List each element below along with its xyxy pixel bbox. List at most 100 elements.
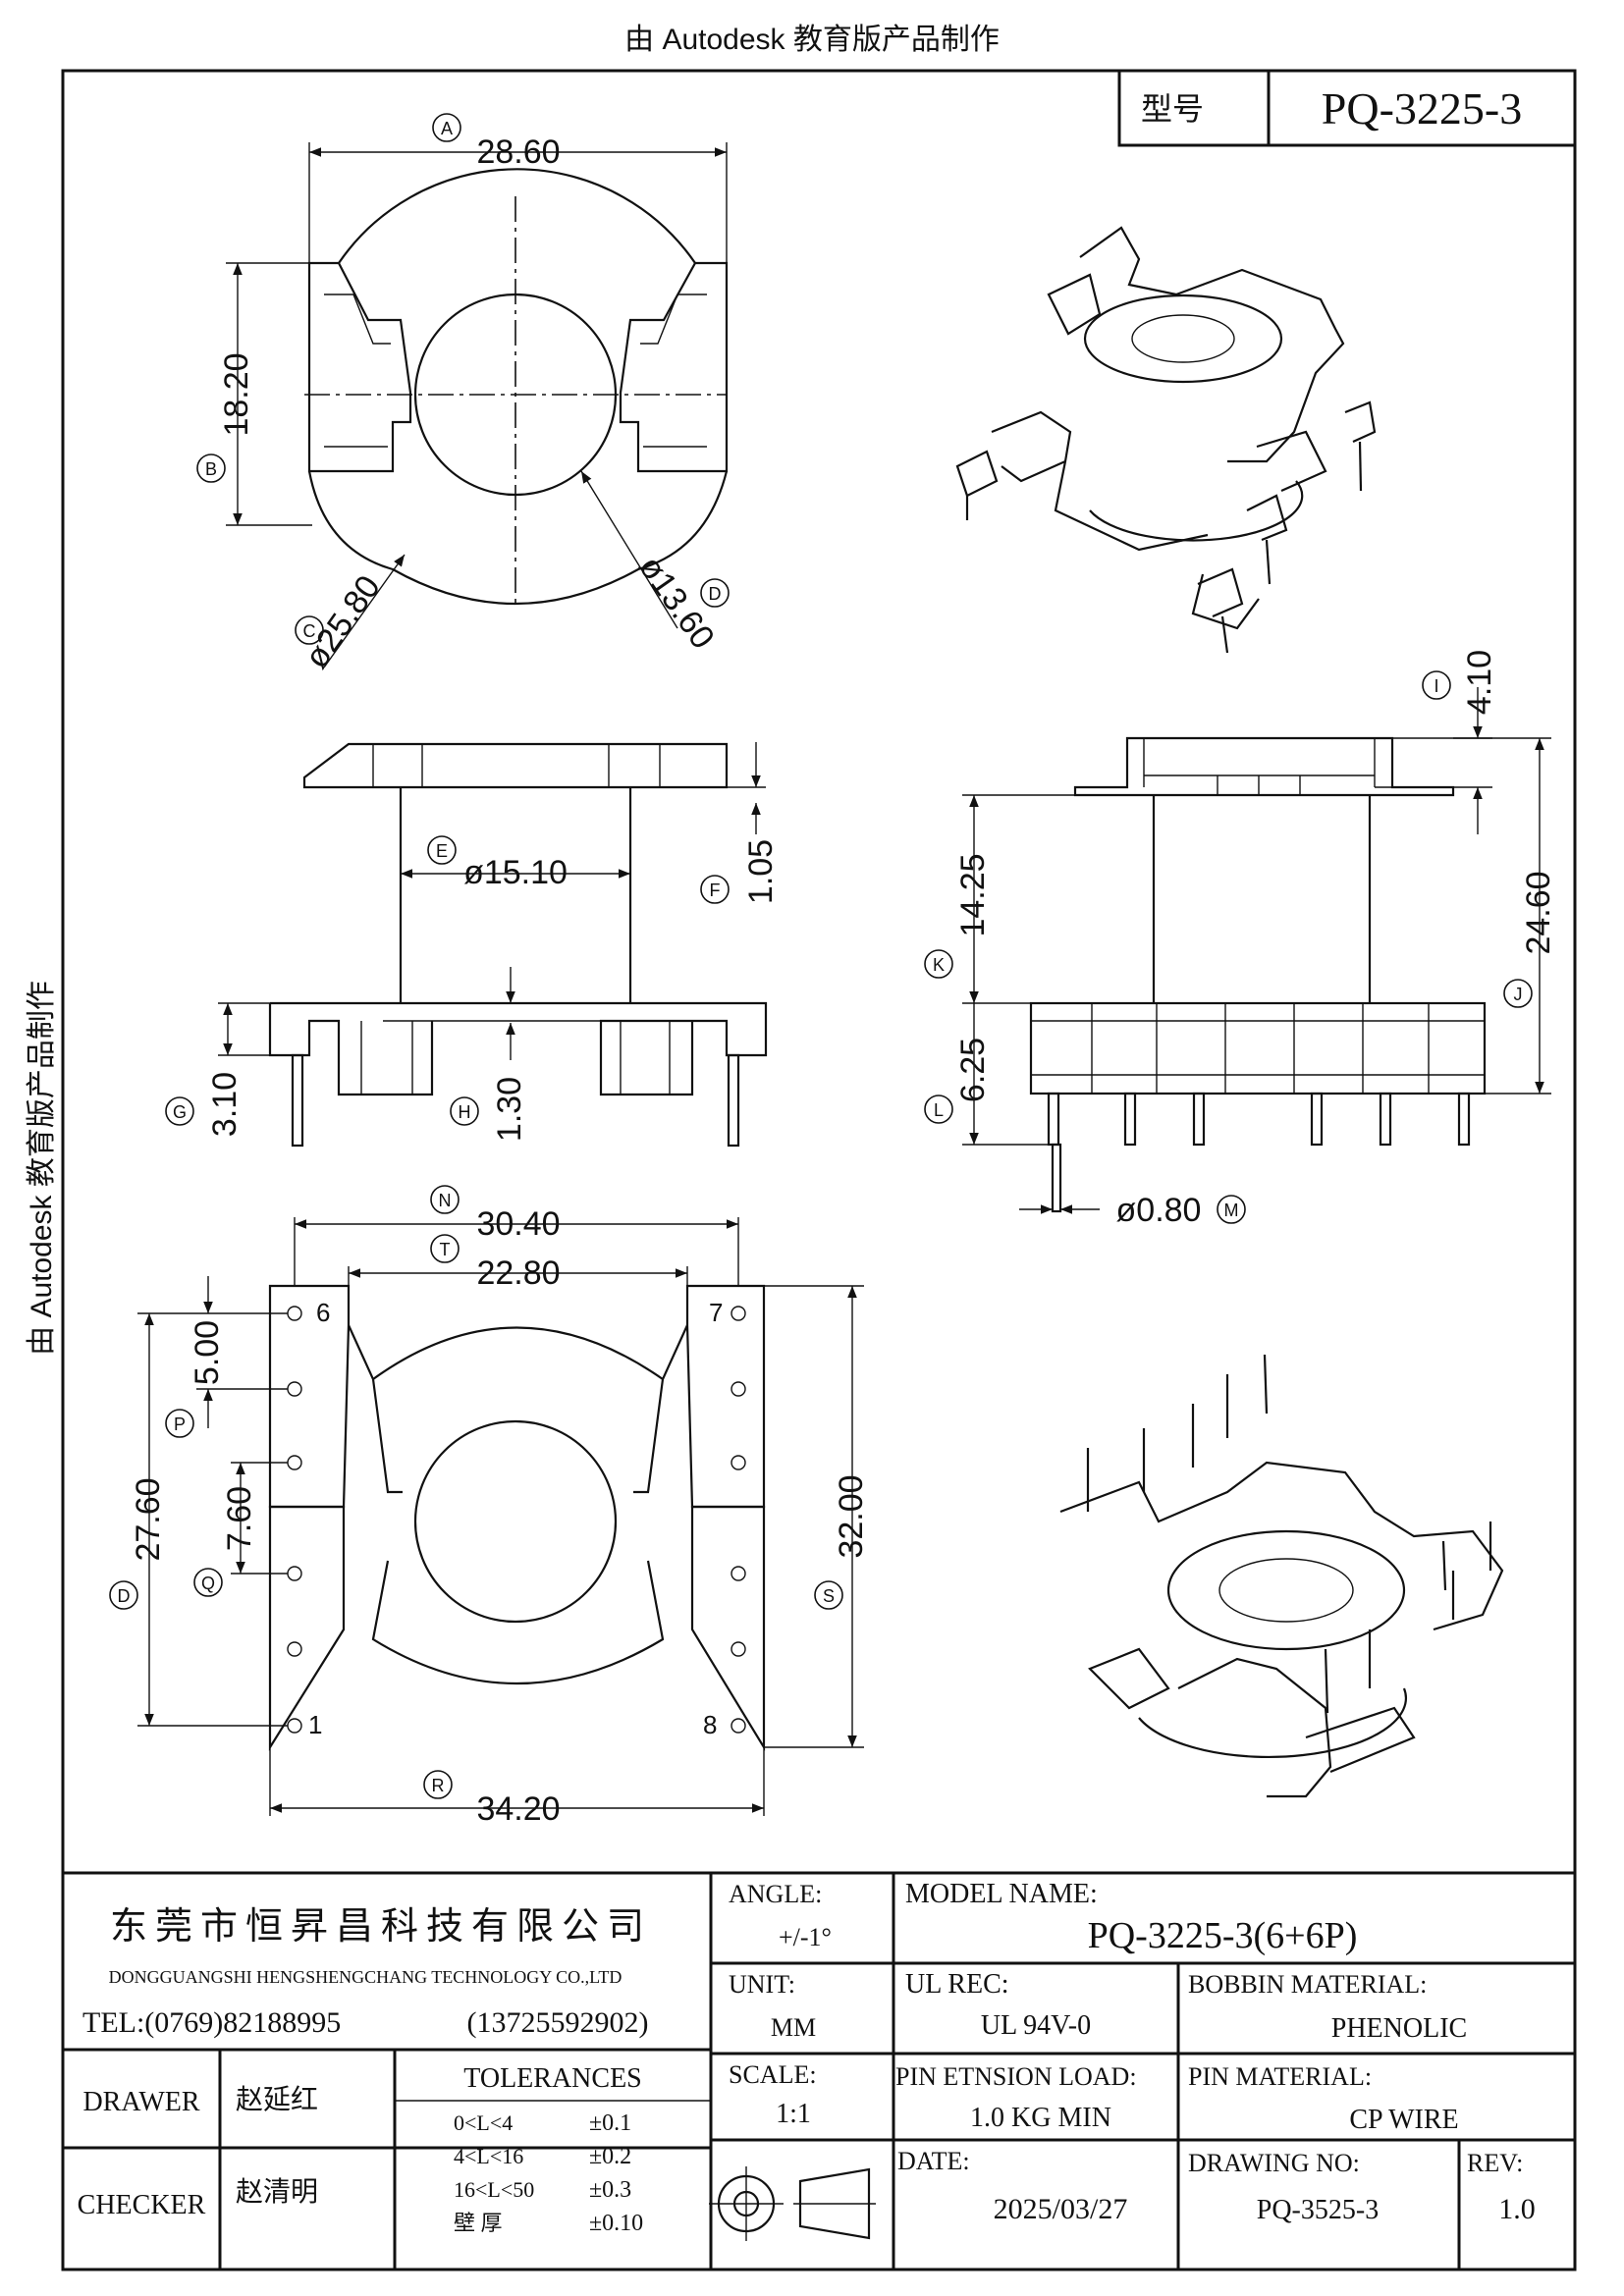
callout-F: F xyxy=(710,881,721,900)
drawing-no-value: PQ-3525-3 xyxy=(1257,2195,1379,2225)
pin-6-label: 6 xyxy=(316,1298,330,1327)
dim-B-value: 18.20 xyxy=(218,352,255,436)
angle-label: ANGLE: xyxy=(729,1880,822,1908)
dim-G: G 3.10 xyxy=(165,1002,293,1137)
watermark-top: 由 Autodesk 教育版产品制作 xyxy=(624,24,1000,56)
company-name-cn: 东莞市恒昇昌科技有限公司 xyxy=(110,1906,652,1948)
model-name-label: MODEL NAME: xyxy=(905,1879,1098,1909)
callout-H: H xyxy=(459,1102,471,1122)
projection-symbol-icon xyxy=(709,2166,876,2241)
drawer-name: 赵延红 xyxy=(236,2084,318,2115)
rev-value: 1.0 xyxy=(1498,2193,1536,2225)
top-view xyxy=(304,168,729,605)
dim-M: ø0.80 M xyxy=(1019,1192,1246,1229)
pin-material-value: CP WIRE xyxy=(1349,2105,1458,2135)
dim-R: R 34.20 xyxy=(269,1747,765,1828)
pin-load-value: 1.0 KG MIN xyxy=(970,2103,1111,2133)
callout-P: P xyxy=(174,1415,186,1434)
dim-L: L 6.25 xyxy=(924,1003,1049,1146)
callout-C: C xyxy=(303,621,316,641)
tolerance-value-1: ±0.1 xyxy=(589,2110,631,2136)
dim-S-value: 32.00 xyxy=(833,1474,870,1558)
header-model-label: 型号 xyxy=(1141,91,1204,127)
bottom-view: 6 7 1 8 xyxy=(268,1284,766,1751)
callout-D2: D xyxy=(118,1586,131,1606)
callout-G: G xyxy=(173,1102,187,1122)
callout-R: R xyxy=(432,1776,445,1795)
dim-Q: Q 7.60 xyxy=(193,1462,288,1597)
dim-B: B 18.20 xyxy=(196,262,312,526)
pin-1-label: 1 xyxy=(308,1710,322,1739)
dim-I: I 4.10 xyxy=(1375,650,1498,834)
dim-A: A 28.60 xyxy=(308,113,728,263)
dim-I-value: 4.10 xyxy=(1461,650,1498,715)
dim-K-value: 14.25 xyxy=(954,853,992,936)
header-model-value: PQ-3225-3 xyxy=(1322,83,1522,133)
isometric-view-top xyxy=(955,226,1377,654)
dim-H-value: 1.30 xyxy=(491,1077,528,1142)
dim-D: D ø13.60 xyxy=(580,470,730,656)
pin-8-label: 8 xyxy=(703,1710,717,1739)
scale-label: SCALE: xyxy=(729,2060,817,2089)
ul-rec-value: UL 94V-0 xyxy=(981,2010,1091,2041)
tolerance-value-3: ±0.3 xyxy=(589,2177,631,2203)
tolerance-range-2: 4<L<16 xyxy=(454,2144,523,2168)
callout-T: T xyxy=(440,1240,451,1259)
model-name-value: PQ-3225-3(6+6P) xyxy=(1088,1915,1358,1956)
dim-S: S 32.00 xyxy=(764,1285,870,1748)
dim-N: N 30.40 xyxy=(294,1185,739,1286)
dim-J: J 24.60 xyxy=(1453,737,1557,1095)
pin-7-label: 7 xyxy=(709,1298,723,1327)
callout-S: S xyxy=(823,1586,835,1606)
callout-A: A xyxy=(441,119,453,138)
dim-P: P 5.00 xyxy=(165,1276,288,1438)
company-name-en: DONGGUANGSHI HENGSHENGCHANG TECHNOLOGY C… xyxy=(109,1967,623,1987)
dim-P-value: 5.00 xyxy=(189,1320,226,1385)
dim-E-value: ø15.10 xyxy=(463,854,568,891)
date-label: DATE: xyxy=(897,2147,970,2175)
bobbin-material-label: BOBBIN MATERIAL: xyxy=(1188,1970,1427,1999)
header-model-box: 型号 PQ-3225-3 xyxy=(1117,69,1577,147)
drawer-label: DRAWER xyxy=(82,2087,199,2117)
side-view xyxy=(1029,736,1487,1213)
dim-G-value: 3.10 xyxy=(206,1072,244,1137)
dim-L-value: 6.25 xyxy=(954,1038,992,1102)
isometric-view-bottom xyxy=(1059,1354,1504,1798)
callout-M: M xyxy=(1224,1201,1239,1220)
checker-label: CHECKER xyxy=(78,2190,206,2220)
dim-T-value: 22.80 xyxy=(476,1255,560,1292)
dim-E: E ø15.10 xyxy=(401,835,630,891)
dim-A-value: 28.60 xyxy=(476,133,560,171)
dim-Q-value: 7.60 xyxy=(221,1486,258,1551)
dim-C: C ø25.80 xyxy=(295,554,406,675)
tolerance-value-4: ±0.10 xyxy=(589,2211,643,2236)
pin-load-label: PIN ETNSION LOAD: xyxy=(895,2062,1137,2091)
pin-material-label: PIN MATERIAL: xyxy=(1188,2062,1372,2091)
bobbin-material-value: PHENOLIC xyxy=(1331,2013,1467,2044)
dim-J-value: 24.60 xyxy=(1520,871,1557,954)
dim-H: H 1.30 xyxy=(450,967,528,1142)
tolerance-range-1: 0<L<4 xyxy=(454,2110,513,2135)
dim-F-value: 1.05 xyxy=(742,839,780,904)
callout-Q: Q xyxy=(201,1574,215,1593)
tolerance-range-3: 16<L<50 xyxy=(454,2177,534,2202)
dim-T: T 22.80 xyxy=(348,1234,688,1292)
unit-label: UNIT: xyxy=(729,1970,795,1999)
dim-D2: D 27.60 xyxy=(109,1312,288,1727)
watermark-left: 由 Autodesk 教育版产品制作 xyxy=(26,981,58,1356)
drawing-no-label: DRAWING NO: xyxy=(1188,2149,1360,2177)
tolerance-range-4: 壁 厚 xyxy=(454,2211,503,2235)
callout-B: B xyxy=(205,459,217,479)
callout-D: D xyxy=(709,584,722,604)
tolerance-value-2: ±0.2 xyxy=(589,2144,631,2169)
company-tel: TEL:(0769)82188995 xyxy=(82,2006,341,2039)
callout-K: K xyxy=(933,955,945,975)
scale-value: 1:1 xyxy=(776,2099,811,2129)
dim-M-value: ø0.80 xyxy=(1116,1192,1202,1229)
dim-R-value: 34.20 xyxy=(476,1790,560,1828)
unit-value: MM xyxy=(771,2013,816,2042)
front-view xyxy=(268,742,768,1148)
callout-E: E xyxy=(436,841,448,861)
callout-N: N xyxy=(439,1191,452,1210)
